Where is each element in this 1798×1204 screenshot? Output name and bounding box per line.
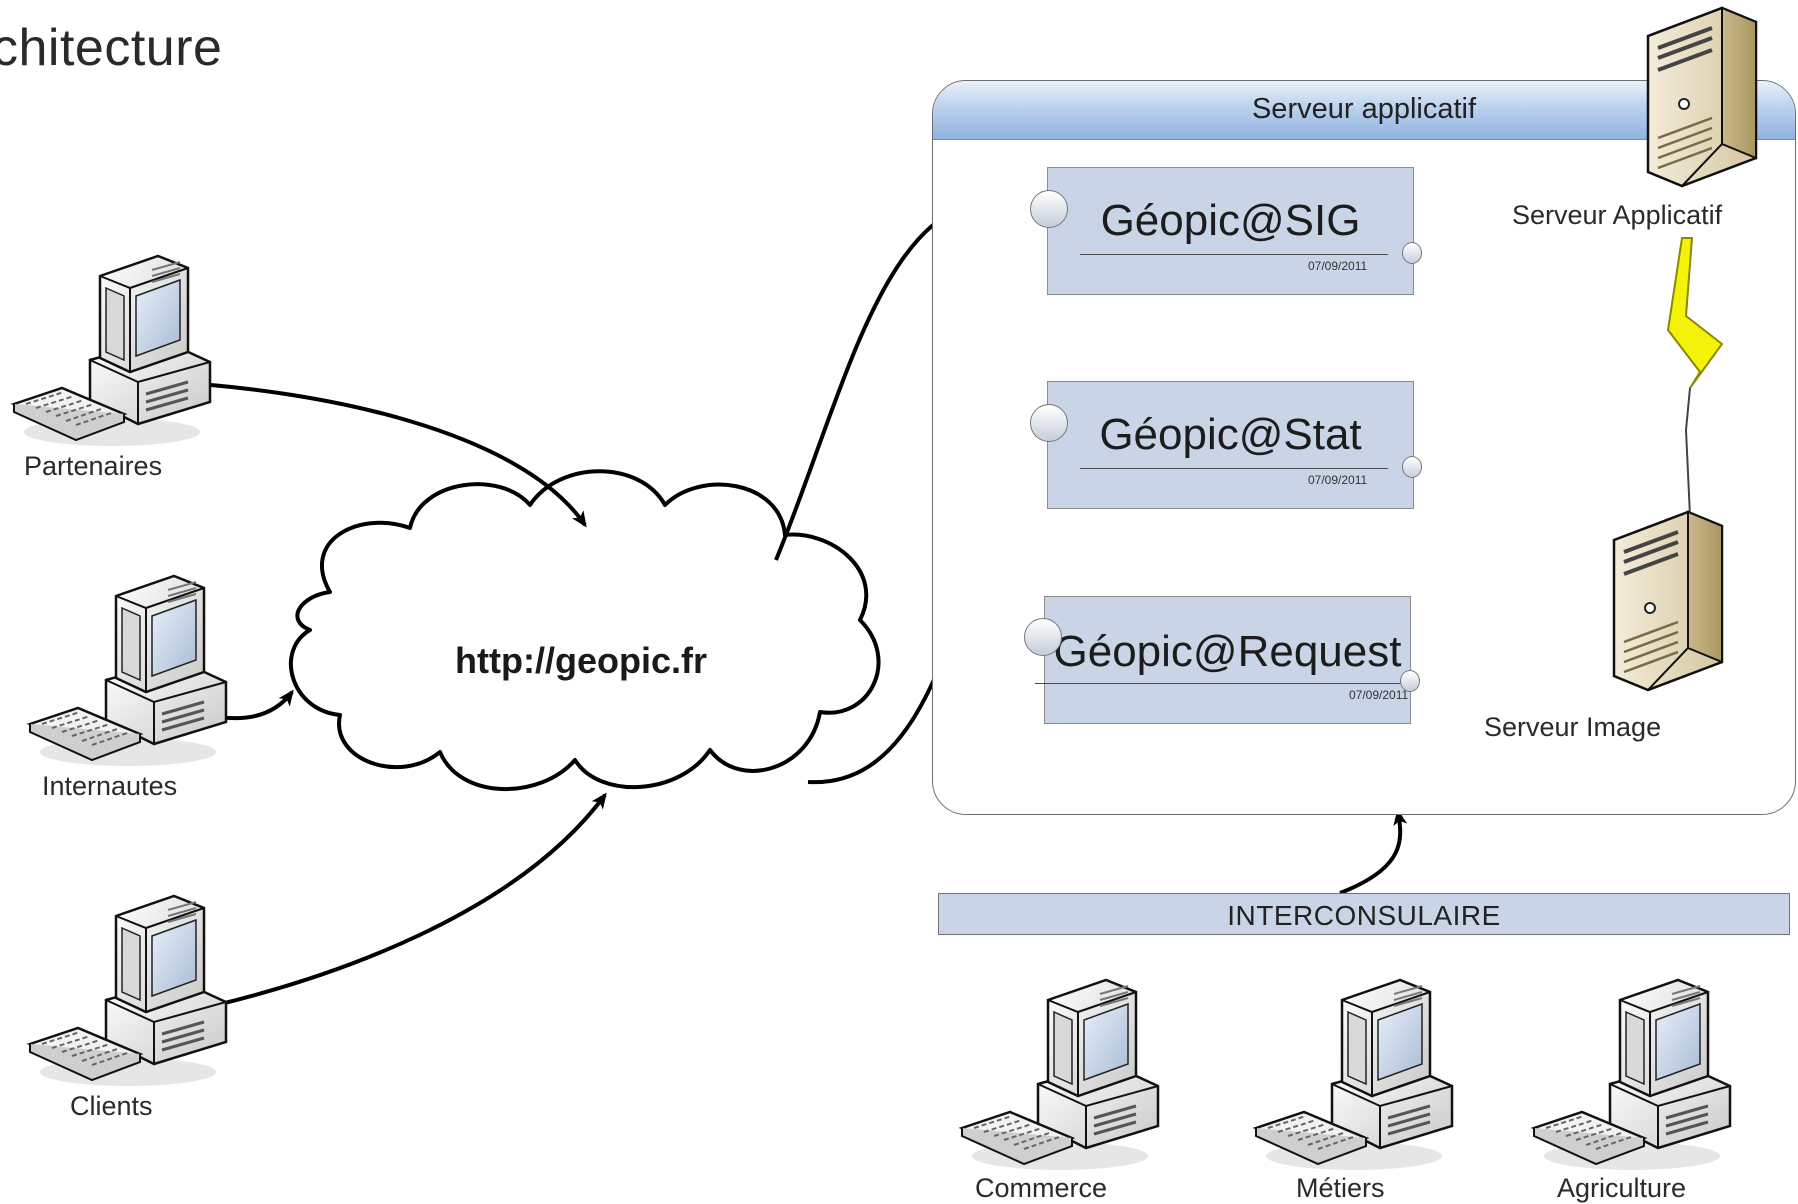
partenaires-computer-icon: [12, 254, 212, 448]
module-output-port: [1402, 242, 1422, 264]
partenaires-to-cloud-arrow: [167, 380, 587, 528]
interconsulaire-bar: INTERCONSULAIRE: [938, 893, 1790, 935]
module-name: Géopic@Stat: [1099, 410, 1362, 459]
module-name: Géopic@SIG: [1100, 196, 1361, 245]
member-label: Commerce: [975, 1173, 1108, 1203]
client-label: Partenaires: [24, 451, 163, 481]
module-name: Géopic@Request: [1053, 627, 1402, 676]
clients-to-cloud-arrow: [171, 792, 607, 1017]
lightning-bolt-icon: [1667, 237, 1723, 517]
app-server-label: Serveur Applicatif: [1512, 200, 1723, 230]
module-box[interactable]: Géopic@Request 07/09/2011: [1035, 596, 1411, 724]
client-label: Clients: [70, 1091, 153, 1121]
module-box[interactable]: Géopic@Stat 07/09/2011: [1047, 381, 1414, 509]
interconsulaire-label: INTERCONSULAIRE: [1227, 900, 1501, 931]
module-box[interactable]: Géopic@SIG 07/09/2011: [1047, 167, 1414, 295]
module-date: 07/09/2011: [1349, 688, 1409, 702]
clients-computer-icon: [28, 894, 228, 1088]
commerce-computer-icon: [960, 978, 1160, 1172]
metiers-computer-icon: [1254, 978, 1454, 1172]
page-title: chitecture: [0, 19, 223, 77]
module-input-port: [1024, 618, 1062, 656]
module-input-port: [1030, 190, 1068, 228]
interconsulaire-to-server-arrow: [1339, 809, 1408, 895]
module-date: 07/09/2011: [1308, 259, 1368, 273]
module-divider: [1080, 254, 1388, 255]
member-label: Métiers: [1296, 1173, 1385, 1203]
cloud-label: http://geopic.fr: [455, 640, 707, 681]
member-label: Agriculture: [1557, 1173, 1687, 1203]
module-divider: [1035, 683, 1403, 684]
internet-cloud: [288, 469, 881, 791]
module-output-port: [1400, 670, 1420, 692]
image-server-label: Serveur Image: [1484, 712, 1662, 742]
module-output-port: [1402, 456, 1422, 478]
client-label: Internautes: [42, 771, 178, 801]
internautes-computer-icon: [28, 574, 228, 768]
module-divider: [1080, 468, 1388, 469]
module-date: 07/09/2011: [1308, 473, 1368, 487]
module-input-port: [1030, 404, 1068, 442]
server-group-title: Serveur applicatif: [1251, 93, 1477, 125]
agriculture-computer-icon: [1532, 978, 1732, 1172]
